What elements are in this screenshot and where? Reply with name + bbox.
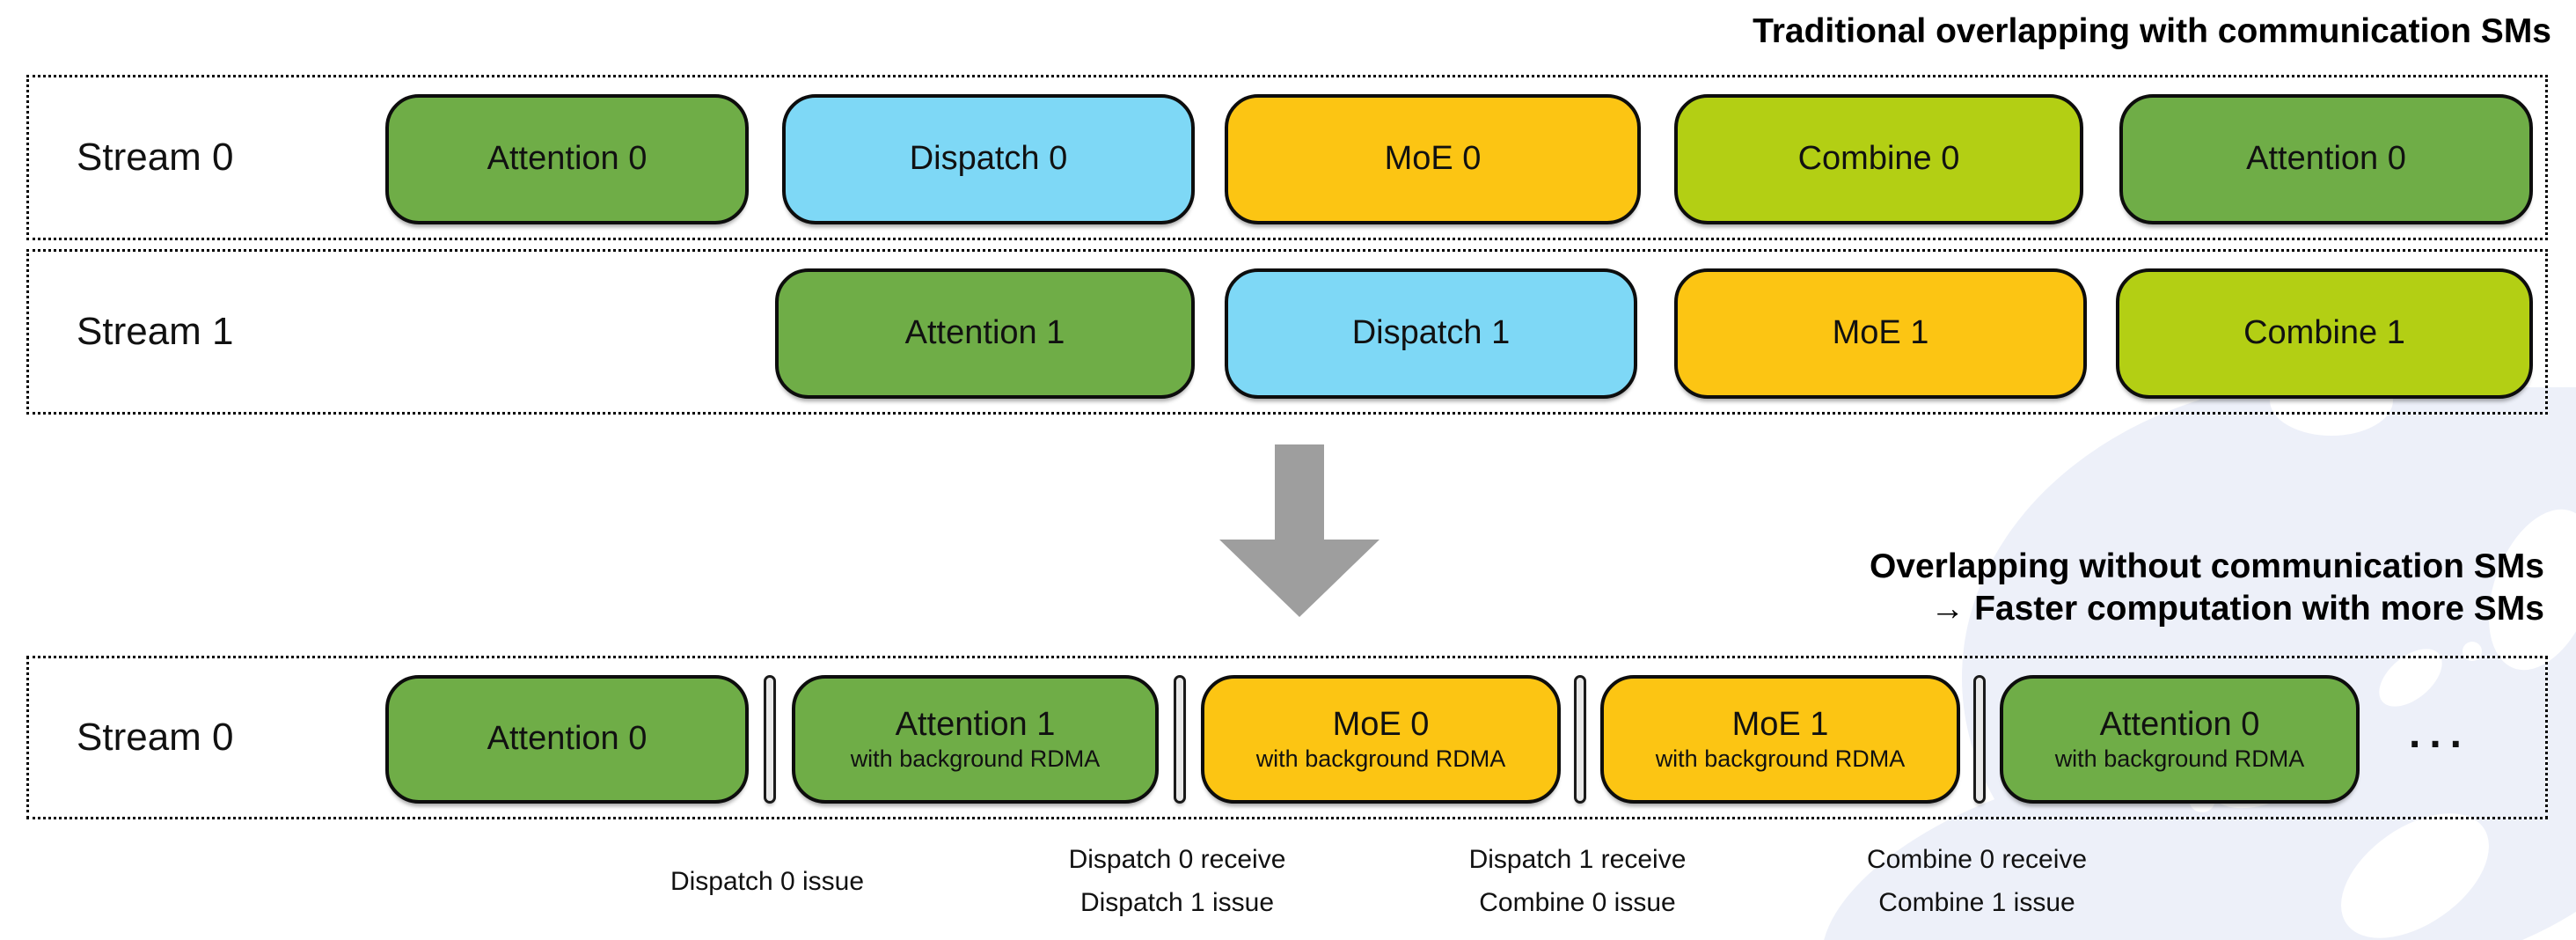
block-label: Dispatch 0	[909, 140, 1068, 178]
stream-separator	[1574, 675, 1586, 804]
stream-row-1: Stream 1 Attention 1 Dispatch 1 MoE 1 Combin…	[26, 249, 2548, 415]
timeline-annotation: Dispatch 0 issue	[538, 838, 996, 903]
block-label: Attention 1	[904, 314, 1065, 352]
block-label: Attention 1	[895, 706, 1056, 744]
timeline-annotation-line: Dispatch 0 issue	[670, 867, 865, 896]
block-moe-1: MoE 1	[1674, 268, 2087, 399]
timeline-annotation-line: Dispatch 0 receive	[1068, 845, 1286, 874]
middle-title-line2: → Faster computation with more SMs	[1930, 589, 2544, 628]
middle-title-line1: Overlapping without communication SMs	[1869, 547, 2544, 585]
block-dispatch-1: Dispatch 1	[1225, 268, 1637, 399]
block-sublabel: with background RDMA	[1655, 745, 1906, 772]
middle-title: Overlapping without communication SMs → …	[1870, 546, 2544, 629]
block-label: MoE 1	[1731, 706, 1829, 744]
stream-separator	[764, 675, 776, 804]
block-dispatch-0: Dispatch 0	[782, 94, 1195, 224]
block-attention-1: Attention 1	[775, 268, 1195, 399]
block-label: Attention 0	[487, 140, 648, 178]
stream-separator	[1174, 675, 1186, 804]
block-sublabel: with background RDMA	[2054, 745, 2305, 772]
block-label: Attention 0	[487, 720, 648, 758]
ellipsis-more: ...	[2408, 710, 2470, 757]
block-attention-0: Attention 0	[385, 94, 749, 224]
timeline-annotation-line: Dispatch 1 issue	[1079, 888, 1275, 917]
block-attention-0: Attention 0	[2119, 94, 2533, 224]
timeline-annotation-line: Dispatch 1 receive	[1468, 845, 1687, 874]
block-label: Dispatch 1	[1351, 314, 1511, 352]
timeline-annotation-line: Combine 0 issue	[1479, 888, 1676, 917]
block-attention-0: Attention 0	[385, 675, 749, 804]
stream-separator	[1973, 675, 1986, 804]
timeline-annotation-line: Combine 0 receive	[1866, 845, 2088, 874]
top-title: Traditional overlapping with communicati…	[1753, 11, 2551, 53]
block-label: MoE 1	[1832, 314, 1929, 352]
top-title-text: Traditional overlapping with communicati…	[1753, 12, 2551, 50]
block-sublabel: with background RDMA	[1255, 745, 1506, 772]
block-label: MoE 0	[1332, 706, 1430, 744]
stream-label: Stream 0	[77, 136, 234, 179]
stream-row-0: Stream 0 Attention 0 Dispatch 0 MoE 0 Combin…	[26, 75, 2548, 240]
block-label: Combine 1	[2243, 314, 2405, 352]
timeline-annotation-line: Combine 1 issue	[1878, 888, 2075, 917]
block-moe-0: MoE 0	[1225, 94, 1641, 224]
block-combine-0: Combine 0	[1674, 94, 2083, 224]
block-label: Attention 0	[2099, 706, 2260, 744]
block-label: Attention 0	[2246, 140, 2406, 178]
down-arrow-icon	[1219, 444, 1379, 617]
block-sublabel: with background RDMA	[850, 745, 1101, 772]
stream-label: Stream 1	[77, 310, 234, 353]
block-combine-1: Combine 1	[2116, 268, 2533, 399]
stream-label: Stream 0	[77, 716, 234, 759]
block-label: Combine 0	[1797, 140, 1960, 178]
block-label: MoE 0	[1384, 140, 1482, 178]
